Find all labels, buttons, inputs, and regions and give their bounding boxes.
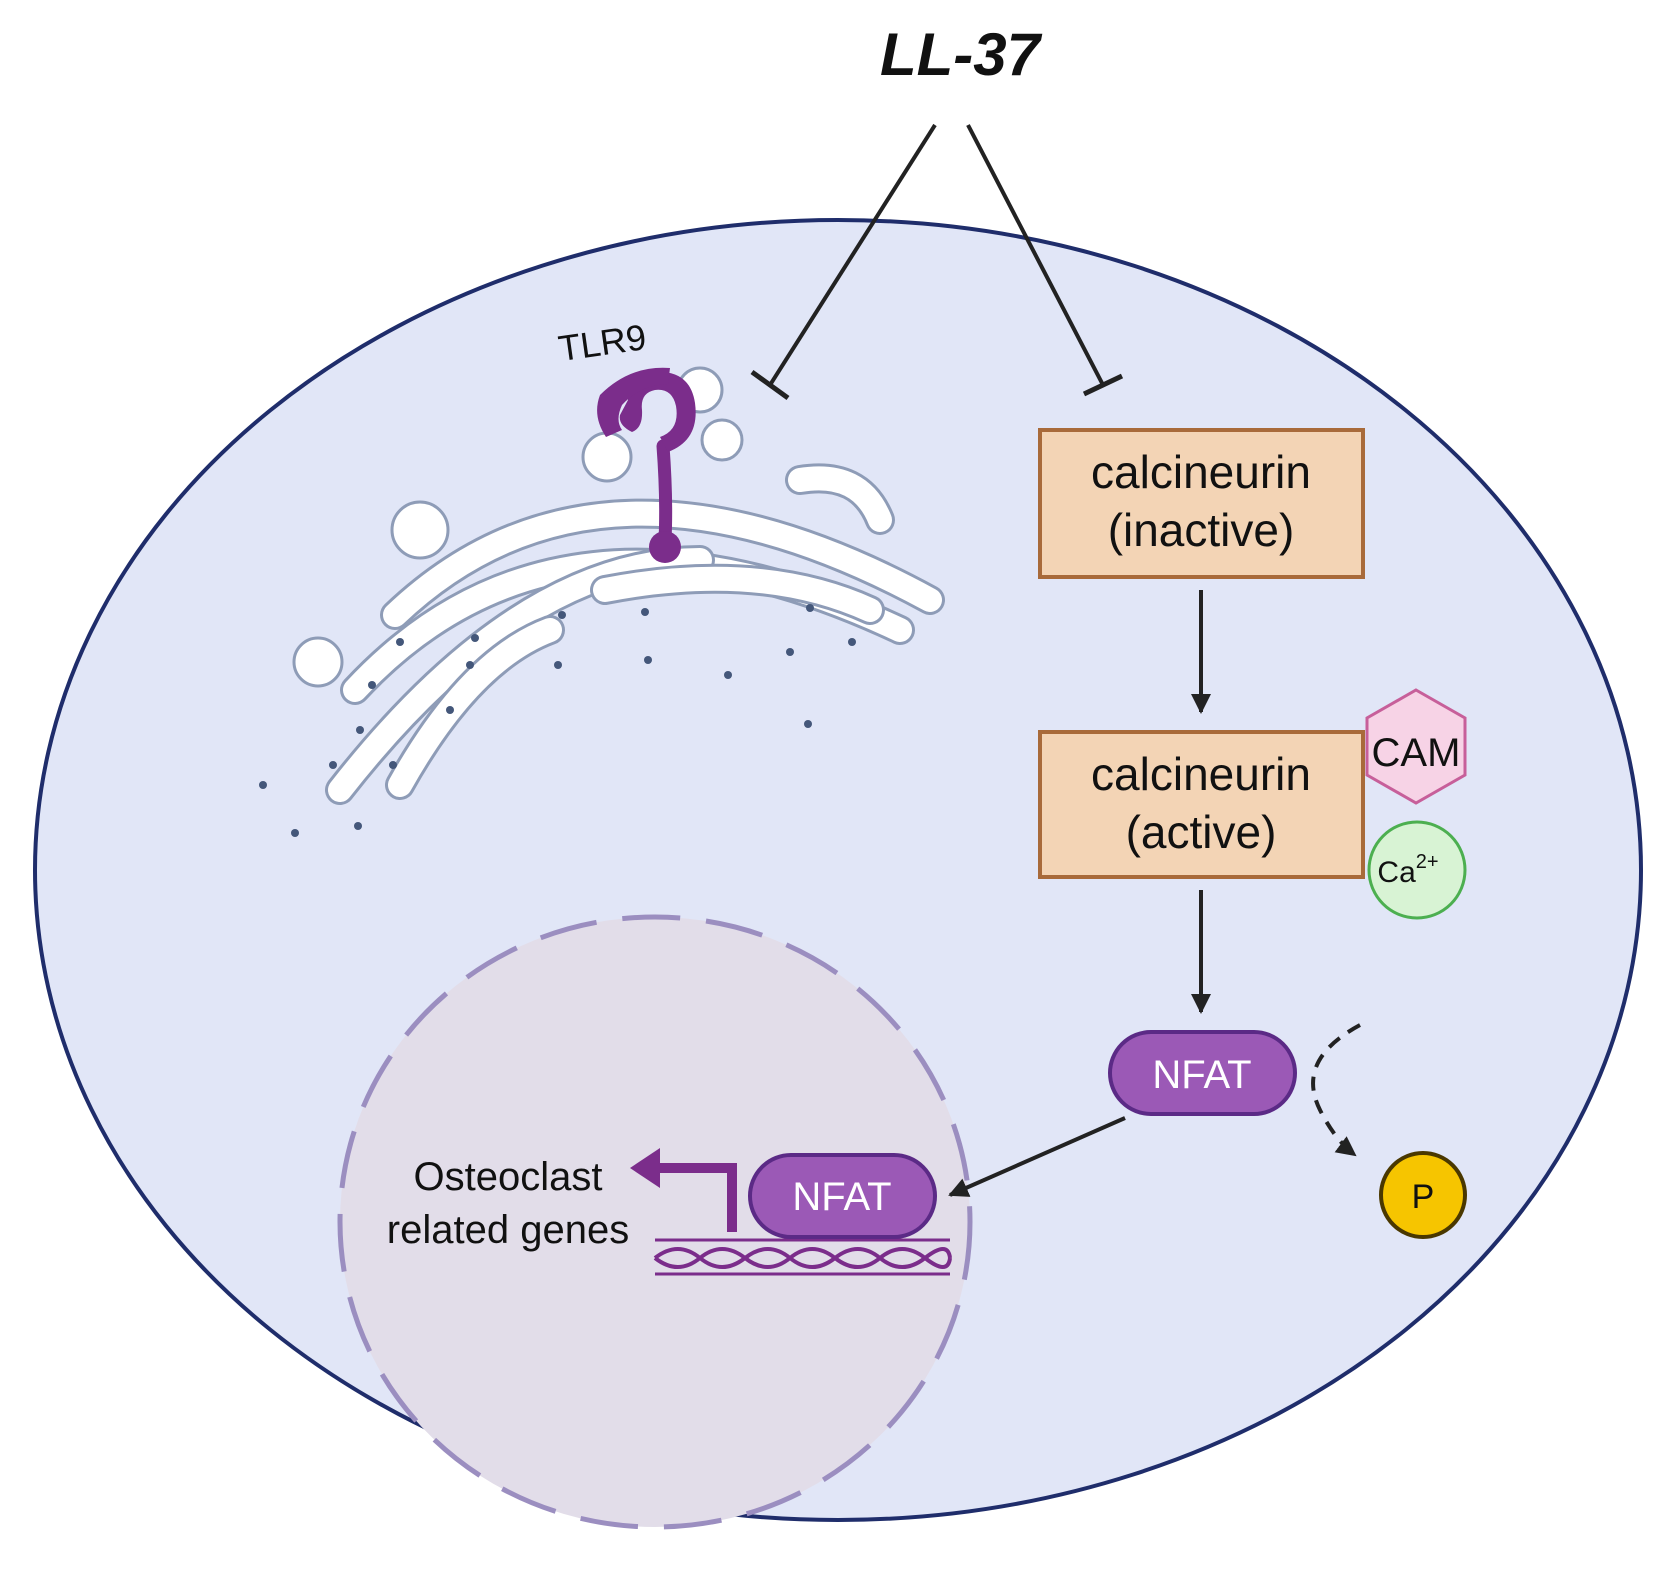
calcineurin-inactive-line2: (inactive) — [1108, 504, 1295, 556]
arrow-phosphate-release — [1311, 1023, 1361, 1157]
dna-helix-icon — [653, 1238, 952, 1276]
nucleus — [337, 914, 973, 1530]
phosphate-icon: P — [1379, 1151, 1467, 1239]
nfat-nucleus-pill: NFAT — [748, 1153, 937, 1239]
phosphate-label: P — [1412, 1178, 1435, 1216]
calcineurin-inactive-box: calcineurin (inactive) — [1038, 428, 1365, 579]
cam-hexagon-icon: CAM — [1365, 688, 1467, 805]
tlr9-receptor-icon — [597, 367, 696, 563]
calcium-label: Ca2+ — [1377, 851, 1438, 889]
calcium-base: Ca — [1377, 856, 1416, 889]
ll37-title: LL-37 — [880, 21, 1043, 88]
nfat-cytoplasm-pill: NFAT — [1108, 1030, 1297, 1116]
endoplasmic-reticulum — [325, 418, 945, 805]
calcineurin-active-line1: calcineurin — [1091, 748, 1311, 800]
arrow-nuclear-translocation — [948, 1116, 1126, 1197]
calcium-ion-icon: Ca2+ — [1367, 820, 1467, 920]
nfat-cytoplasm-label: NFAT — [1152, 1053, 1251, 1097]
genes-label-line1: Osteoclast — [414, 1155, 603, 1199]
cam-label: CAM — [1372, 731, 1461, 775]
inhibition-to-tlr9 — [750, 123, 937, 401]
calcineurin-active-box: calcineurin (active) — [1038, 730, 1365, 879]
genes-label-line2: related genes — [387, 1208, 629, 1252]
calcineurin-active-line2: (active) — [1126, 806, 1277, 858]
calcium-charge: 2+ — [1416, 851, 1439, 873]
inhibition-to-calcineurin — [966, 124, 1124, 397]
calcineurin-inactive-line1: calcineurin — [1091, 446, 1311, 498]
nfat-nucleus-label: NFAT — [792, 1175, 891, 1219]
ribosomes — [259, 604, 856, 837]
transcription-arrow-icon — [630, 1148, 737, 1232]
